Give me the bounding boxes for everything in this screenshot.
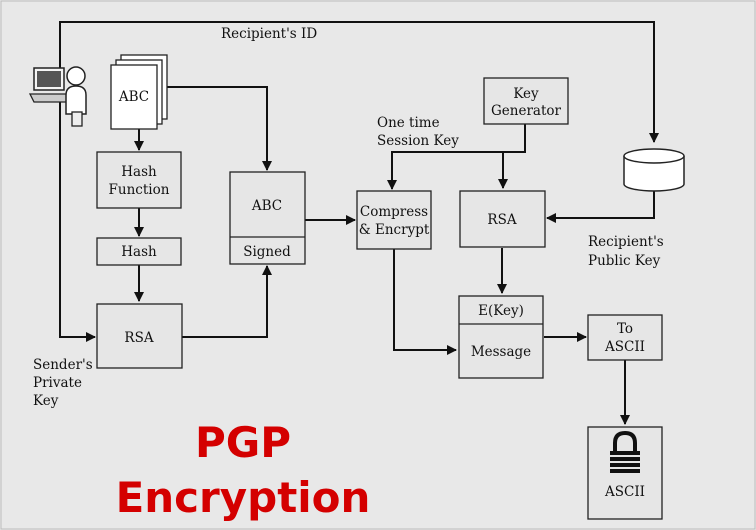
message-label: Message bbox=[471, 344, 531, 360]
hash-function-label-1: Hash bbox=[121, 164, 157, 180]
session-key-label-2: Session Key bbox=[377, 133, 459, 149]
private-key-label-2: Private bbox=[33, 375, 82, 391]
signed-abc-label: ABC bbox=[251, 198, 282, 214]
hash-function-box: Hash Function bbox=[96, 151, 182, 209]
database-icon bbox=[623, 148, 685, 192]
key-generator-label-2: Generator bbox=[491, 103, 562, 119]
to-ascii-box: To ASCII bbox=[587, 314, 663, 361]
doc-abc-label: ABC bbox=[118, 89, 149, 105]
arrow-private-key-to-rsa bbox=[59, 100, 96, 342]
to-ascii-label-2: ASCII bbox=[604, 339, 645, 355]
compress-encrypt-box: Compress & Encrypt bbox=[356, 190, 432, 250]
key-generator-box: Key Generator bbox=[483, 77, 569, 125]
connectors bbox=[59, 21, 659, 425]
compress-label-2: & Encrypt bbox=[359, 222, 430, 238]
hash-box: Hash bbox=[96, 237, 182, 266]
to-ascii-label-1: To bbox=[617, 321, 633, 337]
session-key-label-1: One time bbox=[377, 115, 440, 131]
signed-document-box: ABC Signed bbox=[229, 171, 306, 265]
document-stack-icon: ABC bbox=[110, 54, 168, 130]
public-key-label-2: Public Key bbox=[588, 253, 661, 269]
rsa-recipient-box: RSA bbox=[459, 190, 546, 248]
public-key-label-1: Recipient's bbox=[588, 234, 664, 250]
ekey-label: E(Key) bbox=[478, 303, 524, 319]
title-line-2: Encryption bbox=[116, 473, 371, 522]
compress-label-1: Compress bbox=[360, 204, 428, 220]
hash-function-label-2: Function bbox=[109, 182, 170, 198]
ascii-box: ASCII bbox=[587, 426, 663, 520]
rsa-recipient-label: RSA bbox=[487, 212, 516, 228]
user-computer-icon bbox=[28, 66, 87, 127]
arrow-doc-to-signed bbox=[162, 86, 272, 171]
signed-label: Signed bbox=[243, 244, 291, 260]
arrow-rsa-to-signed bbox=[182, 265, 272, 338]
title-line-1: PGP bbox=[195, 418, 291, 467]
recipients-id-label: Recipient's ID bbox=[221, 26, 317, 42]
rsa-sender-box: RSA bbox=[96, 303, 183, 369]
arrow-session-key-to-compress bbox=[387, 124, 526, 190]
arrow-recipient-id-to-database bbox=[59, 21, 659, 143]
key-generator-label-1: Key bbox=[513, 86, 539, 102]
private-key-label-1: Sender's bbox=[33, 357, 93, 373]
arrow-public-key-to-rsa bbox=[546, 190, 655, 223]
ekey-message-box: E(Key) Message bbox=[458, 295, 544, 379]
hash-label: Hash bbox=[121, 244, 157, 260]
ascii-label: ASCII bbox=[604, 484, 645, 500]
padlock-icon bbox=[610, 430, 640, 473]
rsa-sender-label: RSA bbox=[124, 330, 153, 346]
arrow-compress-to-message bbox=[393, 249, 457, 355]
private-key-label-3: Key bbox=[33, 393, 59, 409]
